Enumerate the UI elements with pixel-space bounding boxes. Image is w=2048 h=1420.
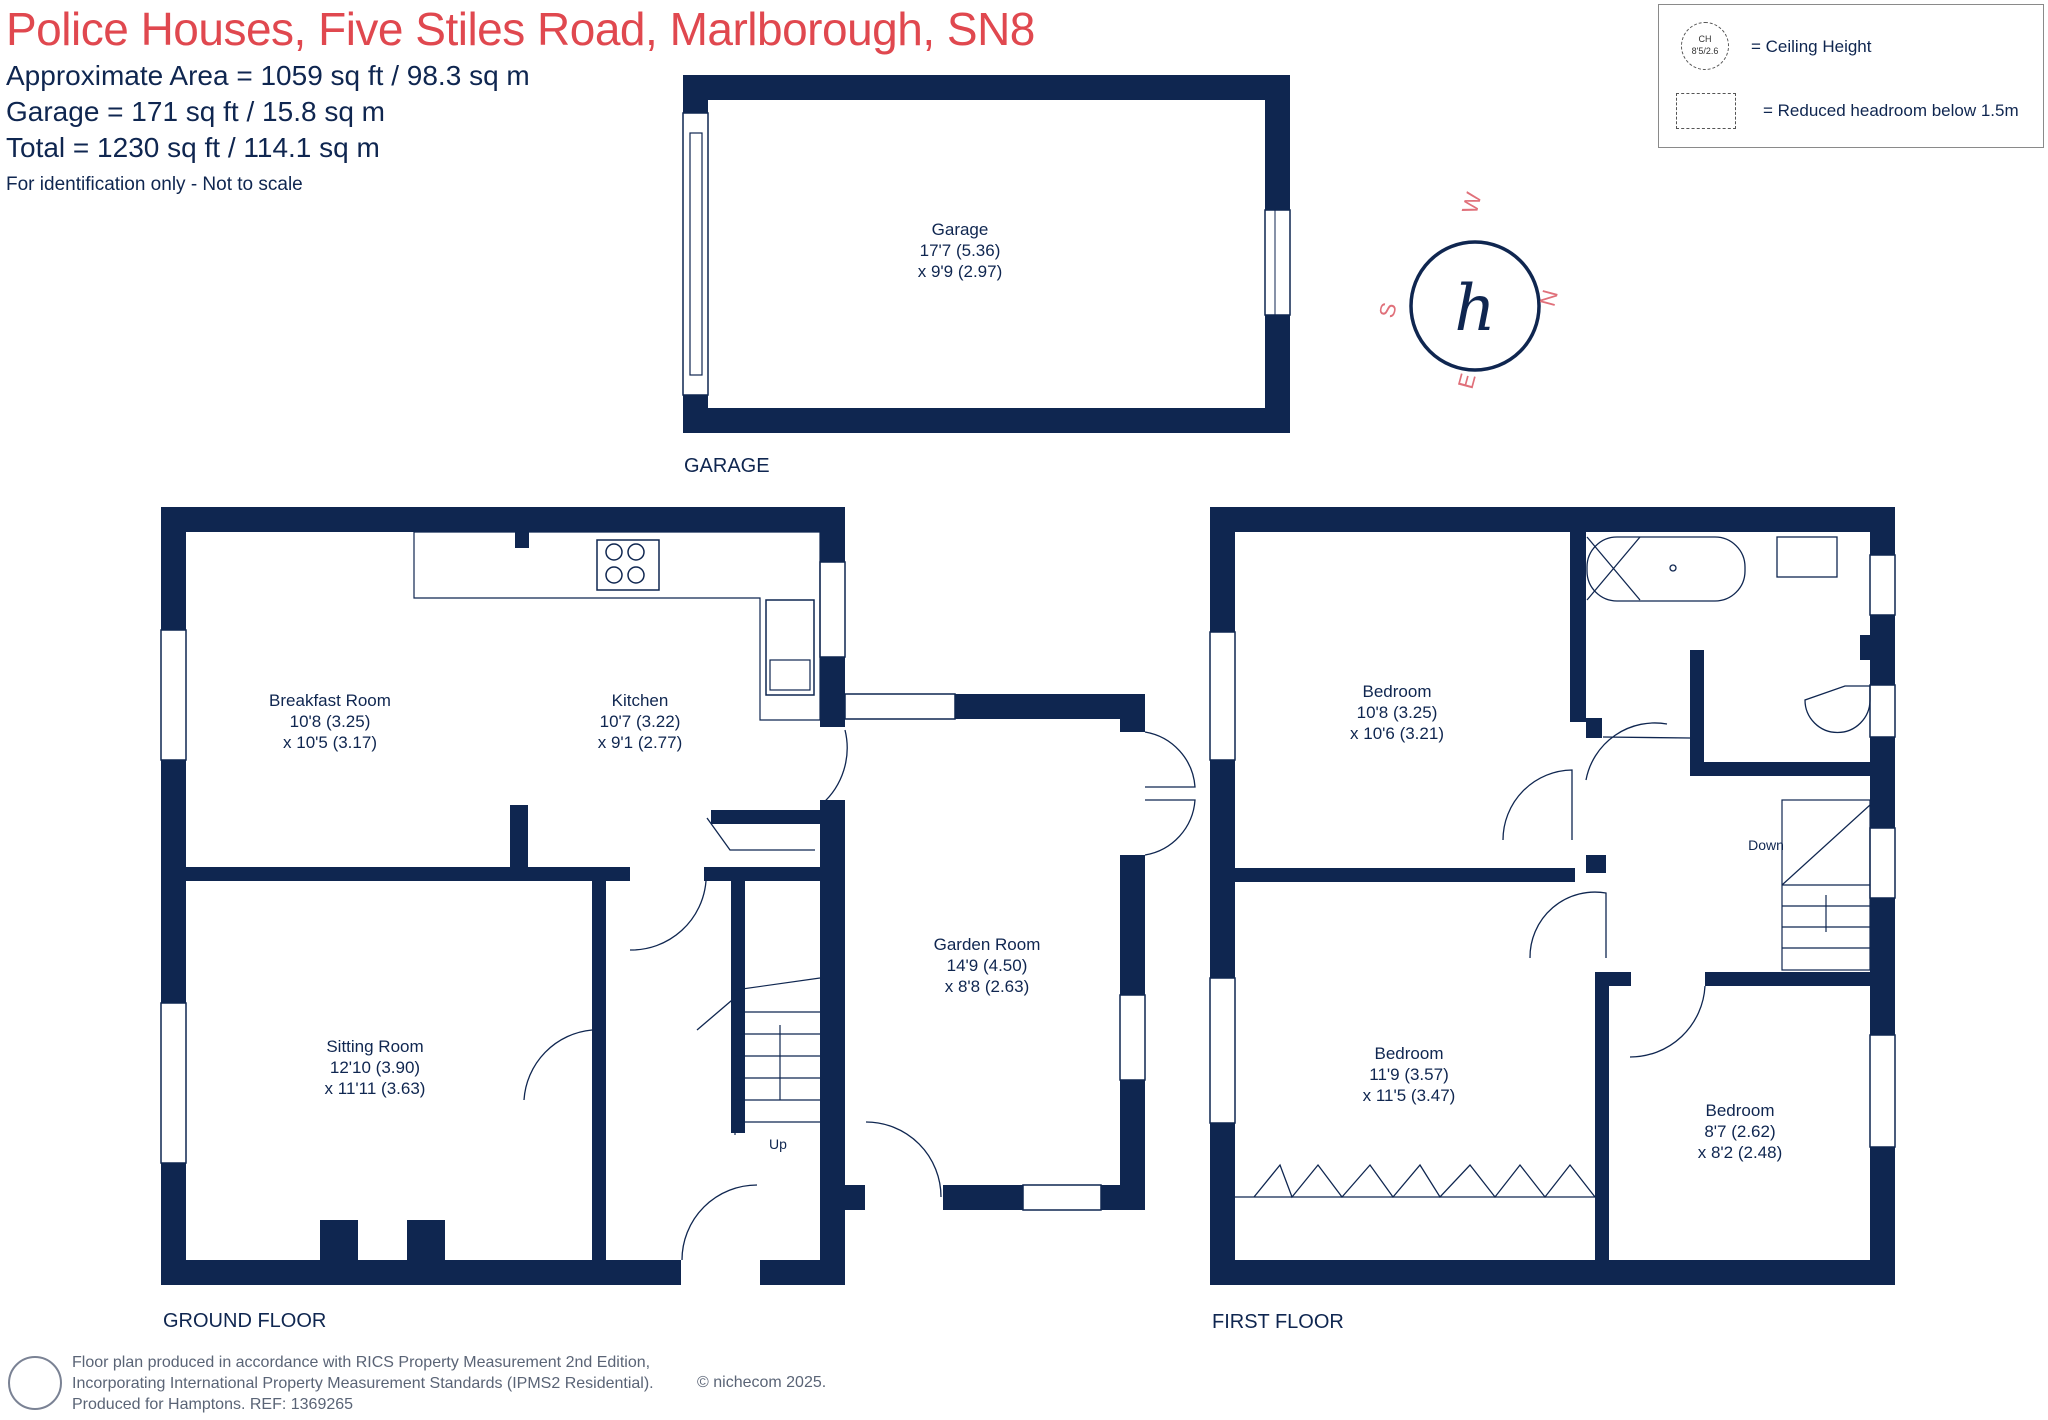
header: Police Houses, Five Stiles Road, Marlbor…: [6, 0, 1035, 200]
room-labels: Garage 17'7 (5.36) x 9'9 (2.97) Breakfas…: [269, 220, 1784, 1162]
garage-floor-label: GARAGE: [684, 455, 770, 477]
kitchen-name: Kitchen: [612, 691, 669, 710]
footer-line-3: Produced for Hamptons. REF: 1369265: [72, 1396, 354, 1413]
compass-e: E: [1453, 371, 1481, 392]
property-title: Police Houses, Five Stiles Road, Marlbor…: [6, 3, 1035, 55]
garage-plan: [682, 75, 1291, 433]
compass-s: S: [1374, 300, 1402, 321]
ipms-person-icon: [8, 1356, 62, 1410]
garage-room-dim2: x 9'9 (2.97): [918, 262, 1003, 281]
kitchen-dim1: 10'7 (3.22): [600, 712, 681, 731]
garage-room-dim1: 17'7 (5.36): [920, 241, 1001, 260]
identification-note: For identification only - Not to scale: [6, 174, 303, 195]
kitchen-dim2: x 9'1 (2.77): [598, 733, 683, 752]
bedroom-2-dim1: 11'9 (3.57): [1369, 1065, 1448, 1084]
bedroom-1-name: Bedroom: [1363, 682, 1432, 701]
copyright: © nichecom 2025.: [697, 1374, 827, 1391]
sitting-room-dim2: x 11'11 (3.63): [325, 1079, 426, 1098]
ground-floor-label: GROUND FLOOR: [163, 1310, 326, 1332]
bedroom-3-name: Bedroom: [1706, 1101, 1775, 1120]
approx-area: Approximate Area = 1059 sq ft / 98.3 sq …: [6, 60, 530, 91]
footer-text: Floor plan produced in accordance with R…: [72, 1352, 654, 1415]
bedroom-2-dim2: x 11'5 (3.47): [1363, 1086, 1456, 1105]
breakfast-room-dim1: 10'8 (3.25): [290, 712, 371, 731]
garage-area: Garage = 171 sq ft / 15.8 sq m: [6, 96, 385, 127]
reduced-headroom-label: = Reduced headroom below 1.5m: [1763, 101, 2019, 120]
stairs-down-label: Down: [1748, 837, 1784, 853]
footer-line-2: Incorporating International Property Mea…: [72, 1375, 654, 1392]
ground-floor-plan: [160, 507, 1196, 1285]
garden-room-dim1: 14'9 (4.50): [947, 956, 1028, 975]
sitting-room-name: Sitting Room: [326, 1037, 423, 1056]
footer-line-1: Floor plan produced in accordance with R…: [72, 1354, 651, 1371]
total-area: Total = 1230 sq ft / 114.1 sq m: [6, 132, 380, 163]
stairs-up-label: Up: [769, 1136, 787, 1152]
compass-w: W: [1457, 190, 1487, 217]
bedroom-1-dim1: 10'8 (3.25): [1357, 703, 1438, 722]
garden-room-dim2: x 8'8 (2.63): [945, 977, 1030, 996]
bedroom-3-dim1: 8'7 (2.62): [1704, 1122, 1775, 1141]
first-floor-plan: [1209, 507, 1896, 1285]
garage-room-name: Garage: [932, 220, 989, 239]
first-floor-label: FIRST FLOOR: [1212, 1311, 1344, 1333]
breakfast-room-name: Breakfast Room: [269, 691, 391, 710]
bedroom-3-dim2: x 8'2 (2.48): [1698, 1143, 1783, 1162]
sitting-room-dim1: 12'10 (3.90): [330, 1058, 420, 1077]
compass-n: N: [1535, 287, 1563, 309]
ceiling-height-label: = Ceiling Height: [1751, 37, 1872, 56]
bedroom-1-dim2: x 10'6 (3.21): [1350, 724, 1444, 743]
bedroom-2-name: Bedroom: [1375, 1044, 1444, 1063]
reduced-headroom-icon: [1676, 93, 1736, 129]
compass-logo-letter: h: [1454, 272, 1495, 346]
breakfast-room-dim2: x 10'5 (3.17): [283, 733, 377, 752]
compass: h W S N E: [1374, 190, 1563, 392]
garden-room-name: Garden Room: [934, 935, 1041, 954]
